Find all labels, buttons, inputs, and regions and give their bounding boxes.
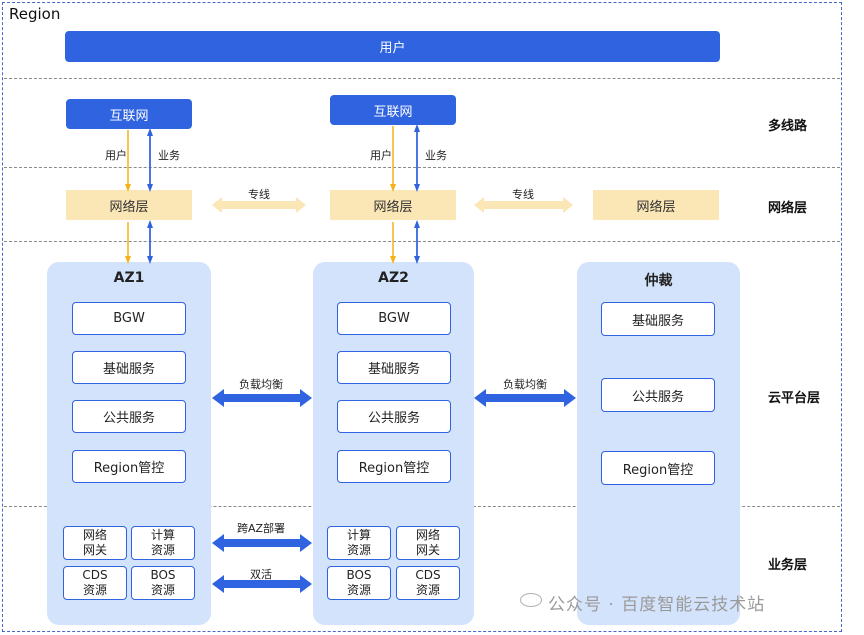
az2-service-public: 公共服务 [337, 400, 451, 433]
separator-network [4, 241, 840, 242]
resource-line: 计算 [346, 528, 371, 542]
internet-box-2: 互联网 [330, 95, 456, 125]
region-label: Region [9, 5, 61, 23]
az2-service-bgw: BGW [337, 302, 451, 335]
az2-resource-network-gateway: 网络网关 [396, 526, 460, 560]
user-bar: 用户 [65, 31, 720, 62]
active-active-label: 双活 [250, 568, 272, 581]
active-active-arrow [212, 575, 312, 593]
dedicated-line-arrow-1 [212, 197, 306, 213]
az2-service-basic: 基础服务 [337, 351, 451, 384]
az1-service-region-control: Region管控 [72, 450, 186, 483]
cross-az-label: 跨AZ部署 [237, 522, 286, 535]
load-balance-arrow-2 [474, 389, 576, 407]
dedicated-line-arrow-2 [474, 197, 573, 213]
resource-line: 网络 [82, 528, 107, 542]
flow-label-business-1: 业务 [158, 149, 180, 162]
flow-label-business-2: 业务 [425, 149, 447, 162]
resource-line: 计算 [150, 528, 175, 542]
network-layer-box-1: 网络层 [66, 190, 192, 220]
az1-resource-compute: 计算资源 [131, 526, 195, 560]
resource-line: 网络 [415, 528, 440, 542]
layer-label-network: 网络层 [768, 201, 808, 216]
dedicated-line-label-2: 专线 [512, 188, 534, 201]
load-balance-label-1: 负载均衡 [239, 378, 283, 391]
resource-line: 网关 [415, 543, 440, 557]
resource-line: 网关 [82, 543, 107, 557]
cross-az-arrow [212, 534, 312, 552]
az1-title: AZ1 [113, 270, 145, 286]
arbiter-service-basic: 基础服务 [601, 302, 715, 336]
layer-label-cloud-platform: 云平台层 [768, 391, 821, 406]
dedicated-line-label-1: 专线 [248, 188, 270, 201]
load-balance-label-2: 负载均衡 [503, 378, 547, 391]
layer-label-business: 业务层 [768, 558, 808, 573]
load-balance-arrow-1 [212, 389, 312, 407]
resource-line: 资源 [346, 583, 371, 597]
resource-line: CDS [415, 568, 441, 582]
az2-title: AZ2 [378, 270, 409, 286]
network-layer-box-2: 网络层 [330, 190, 456, 220]
layer-label-multiline: 多线路 [768, 119, 808, 134]
network-layer-box-3: 网络层 [593, 190, 719, 220]
resource-line: 资源 [150, 583, 175, 597]
resource-line: BOS [346, 568, 372, 582]
resource-line: BOS [150, 568, 176, 582]
resource-line: 资源 [415, 583, 440, 597]
watermark-text: 公众号 · 百度智能云技术站 [548, 595, 766, 615]
internet-box-1: 互联网 [66, 99, 192, 129]
az1-resource-network-gateway: 网络网关 [63, 526, 127, 560]
separator-multiline [4, 167, 840, 168]
resource-line: CDS [82, 568, 108, 582]
resource-line: 资源 [346, 543, 371, 557]
az1-service-bgw: BGW [72, 302, 186, 335]
az1-service-public: 公共服务 [72, 400, 186, 433]
arbiter-service-region-control: Region管控 [601, 451, 715, 485]
az1-service-basic: 基础服务 [72, 351, 186, 384]
wechat-logo-icon [520, 593, 542, 607]
arbiter-service-public: 公共服务 [601, 378, 715, 412]
flow-label-user-1: 用户 [105, 149, 127, 162]
az2-service-region-control: Region管控 [337, 450, 451, 483]
arbiter-title: 仲裁 [644, 273, 673, 289]
separator-user [4, 78, 840, 79]
region-frame [2, 2, 842, 632]
resource-line: 资源 [150, 543, 175, 557]
flow-label-user-2: 用户 [370, 149, 392, 162]
az2-resource-compute: 计算资源 [327, 526, 391, 560]
resource-line: 资源 [82, 583, 107, 597]
